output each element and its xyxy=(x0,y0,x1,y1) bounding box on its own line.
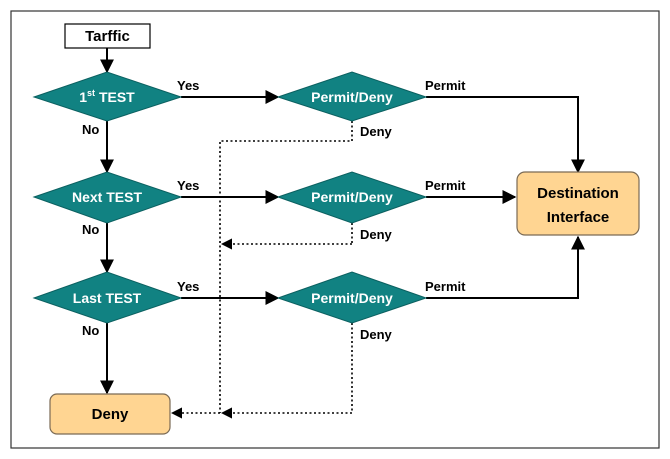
label-no1: No xyxy=(82,122,99,137)
node-test1-label: 1st TEST xyxy=(79,88,135,105)
node-deny-label: Deny xyxy=(92,406,129,423)
solid-connectors xyxy=(100,48,585,395)
node-test1-rest: TEST xyxy=(95,89,135,105)
label-deny1: Deny xyxy=(360,124,393,139)
node-test1-sup: st xyxy=(87,88,95,98)
node-destination-line1: Destination xyxy=(537,185,619,202)
label-permit2: Permit xyxy=(425,178,466,193)
deny-connectors xyxy=(170,121,353,419)
label-no2: No xyxy=(82,222,99,237)
node-test2: Next TEST xyxy=(32,171,183,224)
node-pd1: Permit/Deny xyxy=(276,71,428,122)
label-deny3: Deny xyxy=(360,327,393,342)
edge-pd3-permit xyxy=(426,235,585,299)
label-permit3: Permit xyxy=(425,279,466,294)
label-yes3: Yes xyxy=(177,279,199,294)
node-traffic: Tarffic xyxy=(64,23,151,49)
edge-pd1-permit xyxy=(426,96,585,174)
node-destination: Destination Interface xyxy=(516,171,640,236)
label-no3: No xyxy=(82,323,99,338)
node-pd2-label: Permit/Deny xyxy=(311,189,393,205)
node-pd1-label: Permit/Deny xyxy=(311,89,393,105)
edge-pd1-deny xyxy=(219,121,353,413)
node-test1: 1st TEST xyxy=(32,71,183,122)
node-pd3-label: Permit/Deny xyxy=(311,290,393,306)
node-pd3: Permit/Deny xyxy=(276,271,428,324)
node-pd2: Permit/Deny xyxy=(276,171,428,224)
node-destination-line2: Interface xyxy=(547,209,610,226)
label-permit1: Permit xyxy=(425,78,466,93)
node-deny: Deny xyxy=(49,393,171,435)
label-yes2: Yes xyxy=(177,178,199,193)
node-test3: Last TEST xyxy=(32,271,183,324)
node-test3-label: Last TEST xyxy=(73,290,142,306)
node-test2-label: Next TEST xyxy=(72,189,142,205)
label-deny2: Deny xyxy=(360,227,393,242)
node-traffic-label: Tarffic xyxy=(85,28,130,45)
label-yes1: Yes xyxy=(177,78,199,93)
diagram-frame xyxy=(10,10,660,449)
node-test1-num: 1 xyxy=(79,89,87,105)
